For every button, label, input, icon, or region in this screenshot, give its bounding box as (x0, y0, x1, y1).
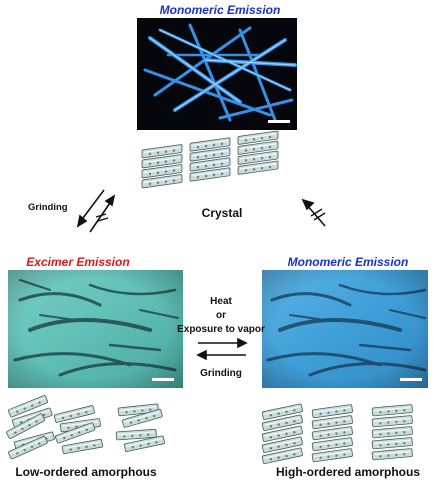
excimer-film-photo (8, 270, 183, 388)
monomeric-film-photo (262, 270, 428, 388)
backward-arrow-icon (196, 349, 246, 361)
forward-arrow-icon (198, 337, 248, 349)
crystal-photo (137, 18, 297, 130)
crossed-arrow-icon (301, 198, 326, 227)
top-emission-label: Monomeric Emission (160, 3, 281, 17)
crystal-molecule-stack (141, 130, 279, 189)
or-label: or (216, 310, 226, 321)
high-ordered-label: High-ordered amorphous (276, 465, 420, 479)
right-emission-label: Monomeric Emission (288, 255, 409, 269)
grinding-left-label: Grinding (28, 202, 68, 213)
left-emission-label: Excimer Emission (26, 255, 129, 269)
crossed-arrow-icon (76, 189, 116, 233)
crystal-label: Crystal (202, 206, 243, 220)
low-ordered-molecule-stack (5, 394, 166, 460)
grinding-middle-label: Grinding (200, 368, 242, 379)
vapor-label: Exposure to vapor (177, 324, 265, 335)
high-ordered-molecule-stack (261, 403, 414, 465)
low-ordered-label: Low-ordered amorphous (15, 465, 157, 479)
heat-label: Heat (210, 296, 232, 307)
